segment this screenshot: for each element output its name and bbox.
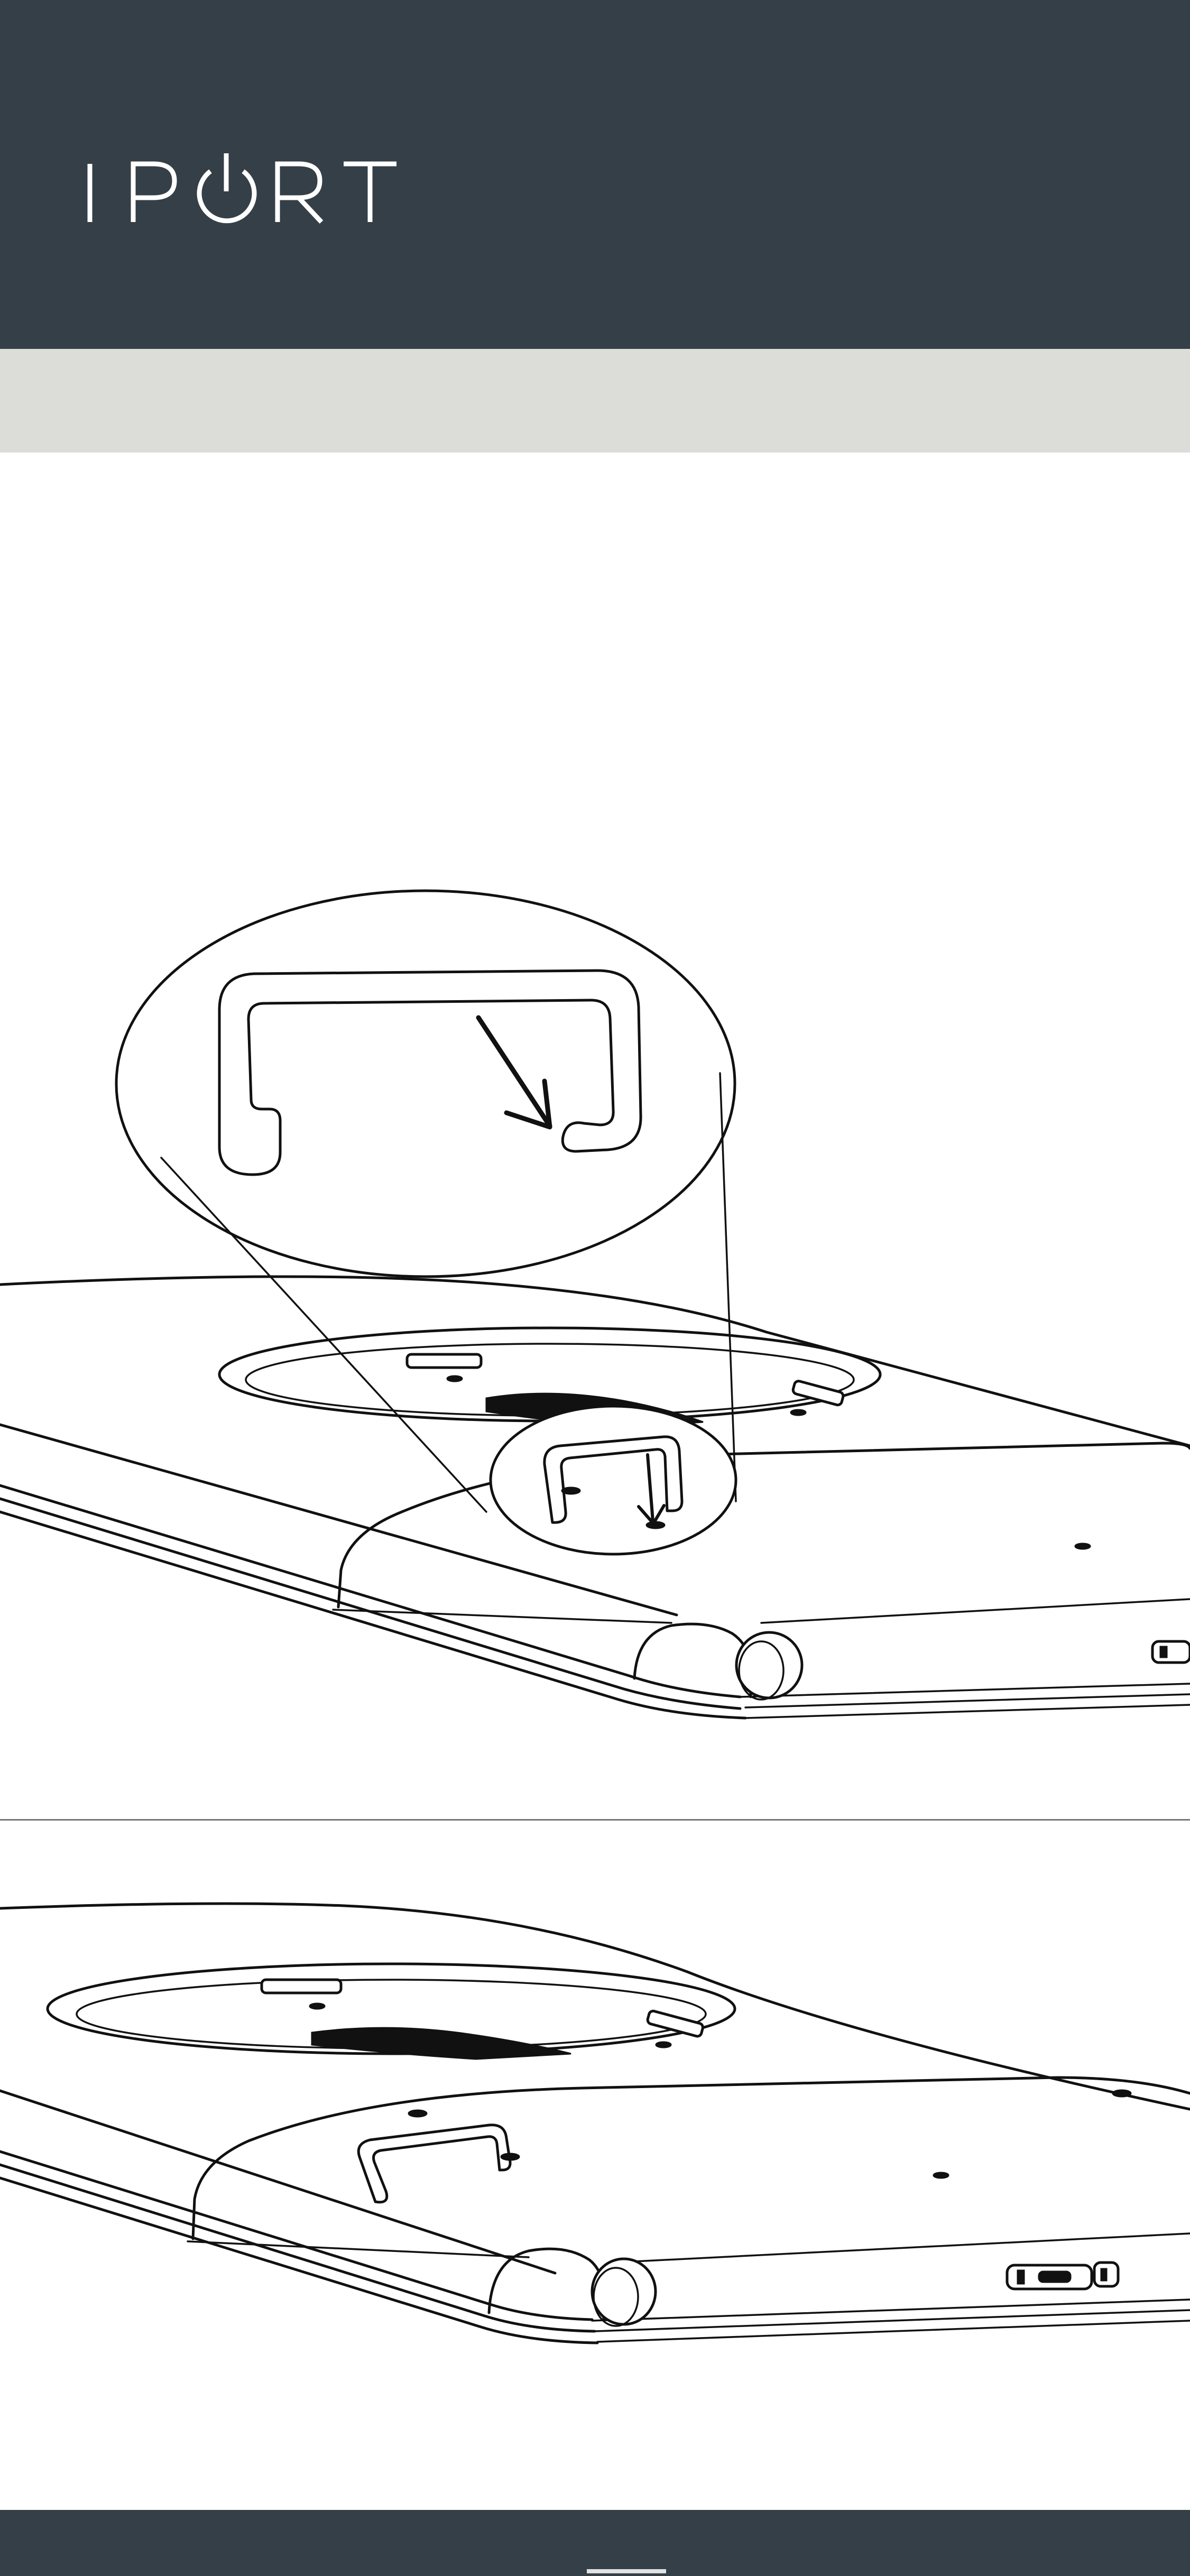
magnified-clip-arrow-icon: [219, 971, 641, 1175]
case-clip-insertion-detail: [0, 891, 1190, 1718]
footer-mark: [587, 2569, 666, 2573]
footer-bar: [0, 2510, 1190, 2576]
installed-clip-icon: [358, 2125, 510, 2202]
section-divider: [0, 1819, 1190, 1821]
case-clip-installed: [0, 1904, 1190, 2343]
